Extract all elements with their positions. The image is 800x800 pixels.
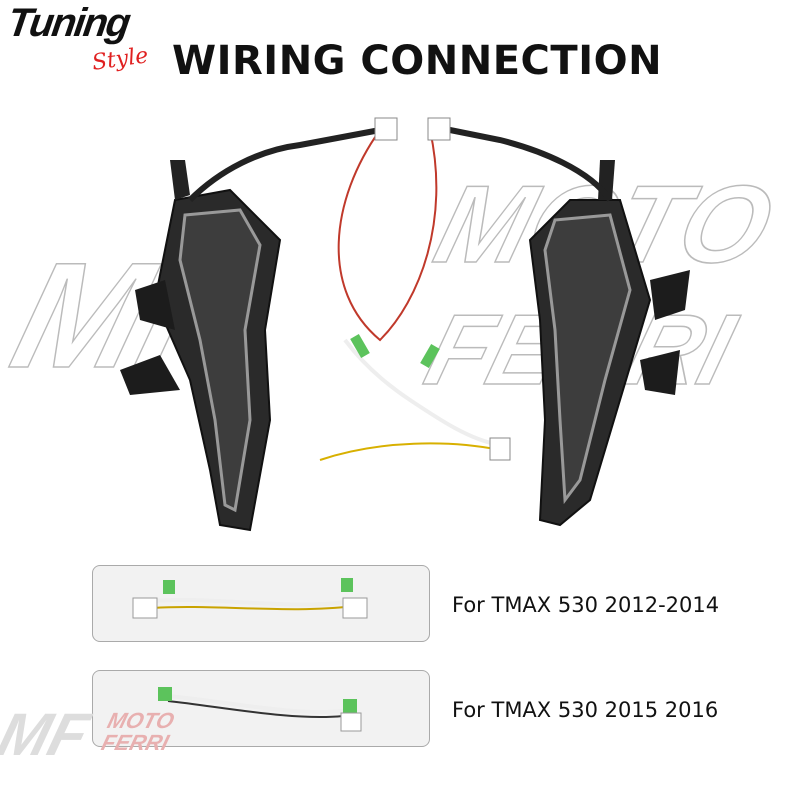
left-light: [120, 160, 282, 532]
brand-logo-sub: Style: [90, 43, 150, 76]
watermark-small-initials: MF: [0, 701, 96, 768]
variant-harness-2012-2014: [92, 565, 430, 642]
watermark-small-line2: FERRI: [98, 730, 172, 755]
watermark-small-line1: MOTO: [104, 708, 178, 733]
brand-logo: Tuning: [4, 1, 132, 45]
variant-harness-2015-2016: [92, 670, 430, 747]
turn-signal-lights-photo: [120, 117, 690, 532]
variant-label-2012-2014: For TMAX 530 2012-2014: [452, 593, 720, 617]
variant-label-2015-2016: For TMAX 530 2015 2016: [452, 698, 719, 722]
page-title: WIRING CONNECTION: [172, 38, 663, 84]
right-light: [528, 160, 690, 527]
